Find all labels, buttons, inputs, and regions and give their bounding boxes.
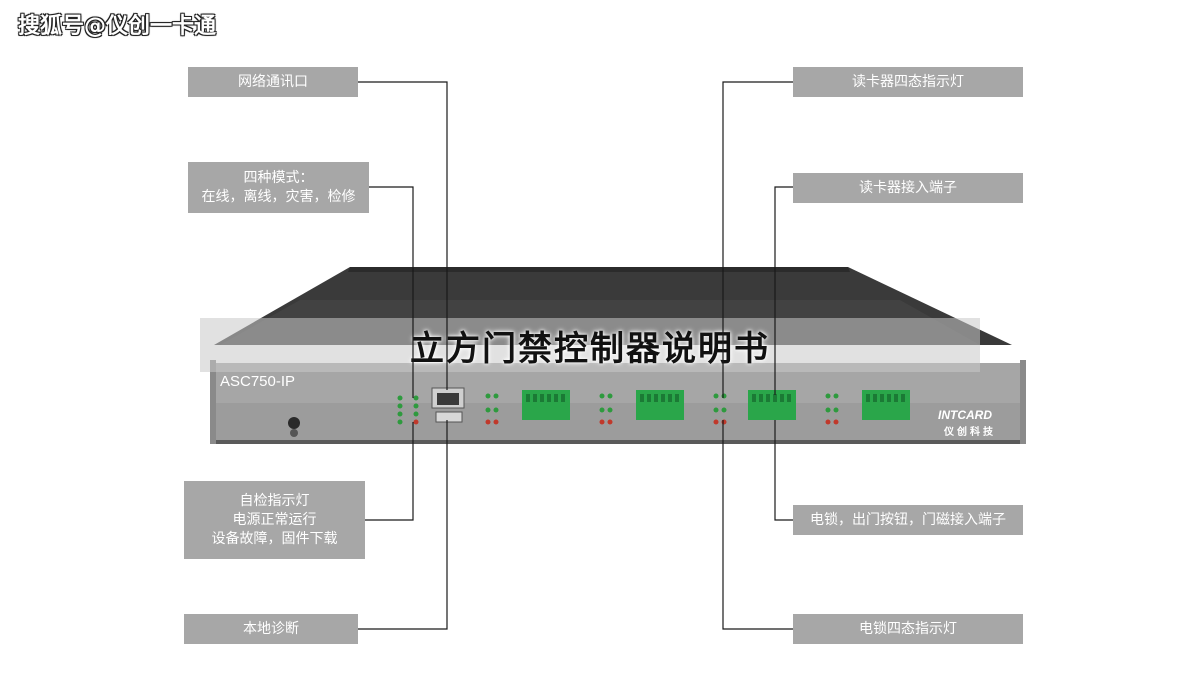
callout-text: 设备故障，固件下载 xyxy=(211,530,338,547)
title-banner xyxy=(200,318,980,372)
callout-text: 电锁，出门按钮，门磁接入端子 xyxy=(810,511,1006,528)
callout-text: 自检指示灯 xyxy=(239,492,310,509)
callout-reader-led: 读卡器四态指示灯 xyxy=(793,67,1023,97)
callout-reader-terminal: 读卡器接入端子 xyxy=(793,173,1023,203)
callout-lock-terminal: 电锁，出门按钮，门磁接入端子 xyxy=(793,505,1023,535)
brand-logo: INTCARD xyxy=(938,408,992,422)
device-model-label: ASC750-IP xyxy=(220,373,296,390)
callout-four-modes: 四种模式： 在线，离线，灾害，检修 xyxy=(188,162,369,213)
page-title: 立方门禁控制器说明书 xyxy=(410,328,770,369)
callout-text: 电源正常运行 xyxy=(232,511,317,528)
callout-local-diagnosis: 本地诊断 xyxy=(184,614,358,644)
brand-logo-cn: 仪创科技 xyxy=(944,427,996,438)
watermark: 搜狐号@仪创一卡通 xyxy=(18,14,217,39)
callout-network-port: 网络通讯口 xyxy=(188,67,358,97)
callout-text: 读卡器接入端子 xyxy=(859,179,957,196)
callout-lock-led: 电锁四态指示灯 xyxy=(793,614,1023,644)
callout-text: 电锁四态指示灯 xyxy=(859,620,957,637)
callout-text: 读卡器四态指示灯 xyxy=(852,73,964,90)
callout-text: 本地诊断 xyxy=(243,620,299,637)
callout-text: 四种模式： xyxy=(243,169,314,186)
callout-self-check-led: 自检指示灯 电源正常运行 设备故障，固件下载 xyxy=(184,481,365,559)
callout-text: 网络通讯口 xyxy=(238,73,308,90)
callout-text: 在线，离线，灾害，检修 xyxy=(201,188,356,205)
